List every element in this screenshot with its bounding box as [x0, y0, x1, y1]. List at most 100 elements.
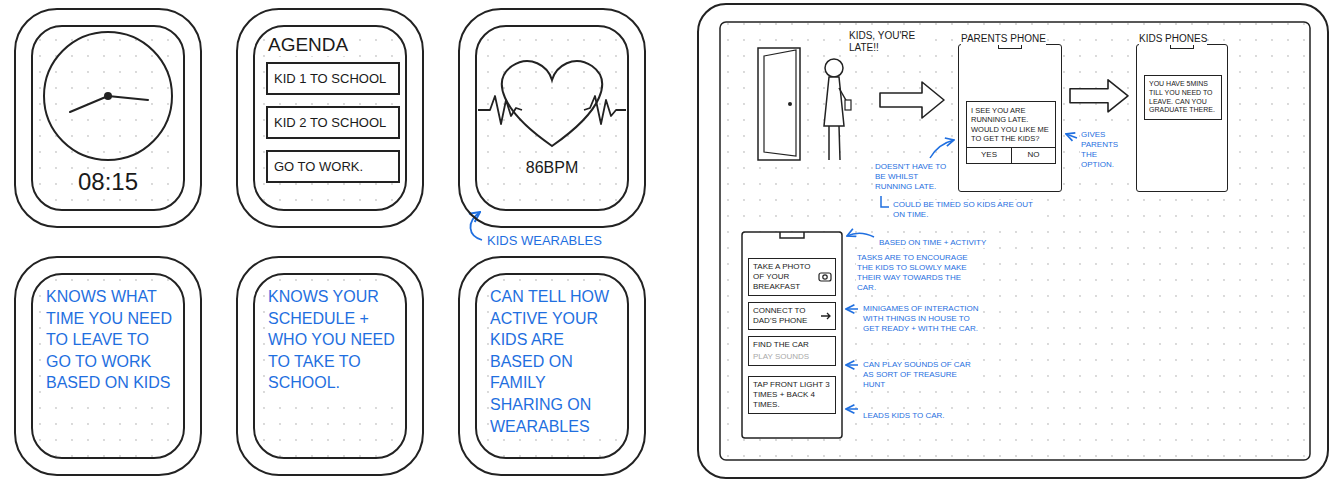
watch-case [459, 257, 645, 475]
door-knob [788, 102, 792, 106]
go-arrow-icon [820, 312, 832, 320]
task-card: FIND THE CAR PLAY SOUNDS [748, 336, 836, 366]
watch-case [15, 257, 201, 475]
watch-face: CAN TELL HOW ACTIVE YOUR KIDS ARE BASED … [458, 256, 646, 476]
dot-grid [32, 274, 184, 458]
watch-face: 86BPM [458, 8, 646, 228]
label-anchor: BASED ON TIME + ACTIVITY [878, 231, 996, 249]
node-text: GO TO WORK. [274, 159, 392, 174]
task-card: TAKE A PHOTO OF YOUR BREAKFAST [748, 258, 836, 296]
phone-screen: KIDS PHONESYOU HAVE 5MINS TILL YOU NEED … [1136, 44, 1228, 192]
message-box: YOU HAVE 5MINS TILL YOU NEED TO LEAVE. C… [1144, 75, 1222, 120]
label-anchor: LEADS KIDS TO CAR. [862, 404, 980, 422]
annotation-note: KIDS, YOU'RE LATE!! [848, 30, 924, 54]
annotation-note: LEADS KIDS TO CAR. [862, 411, 946, 421]
phone-notch [780, 232, 804, 238]
annotation-note: TASKS ARE TO ENCOURAGE THE KIDS TO SLOWL… [856, 253, 974, 293]
watch-screen-grid [32, 26, 628, 458]
heartbeat-line [478, 96, 626, 124]
node-text: AGENDA [268, 34, 348, 56]
dot-grid [476, 274, 628, 458]
watch-face: KNOWS WHAT TIME YOU NEED TO LEAVE TO GO … [14, 256, 202, 476]
node-text: PLAY SOUNDS [753, 352, 831, 362]
hook-arrow [881, 196, 889, 207]
leader-arrow [846, 364, 858, 366]
clock-pivot [104, 92, 112, 100]
label-anchor: TASKS ARE TO ENCOURAGE THE KIDS TO SLOWL… [856, 253, 974, 294]
node-text: KNOWS YOUR SCHEDULE + WHO YOU NEED TO TA… [268, 286, 398, 394]
label-anchor: DOESN'T HAVE TO BE WHILST RUNNING LATE. [874, 162, 956, 193]
clock-face [44, 32, 172, 160]
camera-icon [818, 271, 832, 282]
flow-arrow [1070, 80, 1128, 112]
door [758, 48, 800, 160]
person-phone [845, 100, 851, 110]
agenda-item: GO TO WORK. [266, 150, 400, 183]
tablet-screen [720, 22, 1310, 460]
watch-face: 08:15 [14, 8, 202, 228]
node-text: 86BPM [458, 158, 646, 177]
node-text: TAP FRONT LIGHT 3 TIMES + BACK 4 TIMES. [753, 380, 831, 410]
door-panel [764, 50, 796, 156]
label-anchor: COULD BE TIMED SO KIDS ARE OUT ON TIME. [892, 200, 1042, 221]
dot-grid [254, 26, 406, 210]
phone-screen: PARENTS PHONEI SEE YOU ARE RUNNING LATE.… [958, 44, 1062, 192]
person-head [825, 59, 843, 77]
node-text: I SEE YOU ARE RUNNING LATE. WOULD YOU LI… [971, 106, 1051, 144]
yes-button: YES [967, 147, 1011, 163]
node-text: CAN TELL HOW ACTIVE YOUR KIDS ARE BASED … [490, 286, 620, 437]
agenda-item: KID 2 TO SCHOOL [266, 106, 400, 139]
node-text: FIND THE CAR [753, 340, 831, 350]
watch-screen [476, 26, 628, 210]
leader-arrow [847, 233, 874, 237]
person-body [824, 77, 844, 126]
watch-face: AGENDA KID 1 TO SCHOOL KID 2 TO SCHOOL GO T… [236, 8, 424, 228]
watch-screen [32, 274, 184, 458]
watch-case [237, 9, 423, 227]
agenda-item: KID 1 TO SCHOOL [266, 62, 400, 95]
task-phone [742, 232, 842, 438]
leader-arrow [846, 408, 858, 410]
leader-arrow [1066, 134, 1077, 138]
person-limbs [829, 88, 847, 160]
heart-symbol [502, 61, 602, 146]
node-text: KID 2 TO SCHOOL [274, 115, 392, 130]
watch-case [237, 257, 423, 475]
annotation-note: KIDS WEARABLES [486, 233, 603, 249]
node-text: YES [981, 150, 997, 160]
annotation-note: COULD BE TIMED SO KIDS ARE OUT ON TIME. [892, 200, 1042, 220]
node-text: KID 1 TO SCHOOL [274, 71, 392, 86]
annotation-note: DOESN'T HAVE TO BE WHILST RUNNING LATE. [874, 162, 956, 192]
watch-screen [254, 26, 406, 210]
no-button: NO [1011, 147, 1055, 163]
node-text: KNOWS WHAT TIME YOU NEED TO LEAVE TO GO … [46, 286, 176, 394]
node-text: PARENTS PHONE [961, 33, 1046, 45]
tablet-frame [698, 4, 1328, 478]
annotation-note: MINIGAMES OF INTERACTION WITH THINGS IN … [862, 304, 980, 334]
node-text: YOU HAVE 5MINS TILL YOU NEED TO LEAVE. C… [1149, 80, 1217, 115]
label-anchor: CAN PLAY SOUNDS OF CAR AS SORT OF TREASU… [862, 360, 980, 391]
leader-arrow [930, 140, 954, 158]
watch-screen [254, 274, 406, 458]
annotation-note: BASED ON TIME + ACTIVITY [878, 238, 987, 248]
label-anchor: MINIGAMES OF INTERACTION WITH THINGS IN … [862, 304, 980, 335]
watch-outline [458, 8, 646, 228]
dot-grid [476, 26, 628, 210]
watch-case [459, 9, 645, 227]
node-text: KIDS PHONES [1139, 33, 1207, 45]
watch-face: KNOWS YOUR SCHEDULE + WHO YOU NEED TO TA… [236, 256, 424, 476]
task-card: CONNECT TO DAD'S PHONE [748, 302, 836, 330]
block-arrow [880, 82, 944, 118]
watch-screen [476, 274, 628, 458]
label-anchor: GIVES PARENTS THE OPTION. [1080, 130, 1130, 171]
dot-grid [254, 274, 406, 458]
label-anchor: KIDS, YOU'RE LATE!! [848, 30, 924, 55]
message-box: I SEE YOU ARE RUNNING LATE. WOULD YOU LI… [966, 101, 1056, 164]
annotation-note: GIVES PARENTS THE OPTION. [1080, 130, 1130, 170]
node-text: 08:15 [14, 168, 202, 196]
label-anchor: KIDS WEARABLES [486, 231, 636, 249]
watch-case [15, 9, 201, 227]
node-text: TAKE A PHOTO OF YOUR BREAKFAST [753, 262, 817, 292]
leader-arrow [846, 308, 858, 310]
annotation-note: CAN PLAY SOUNDS OF CAR AS SORT OF TREASU… [862, 360, 980, 390]
